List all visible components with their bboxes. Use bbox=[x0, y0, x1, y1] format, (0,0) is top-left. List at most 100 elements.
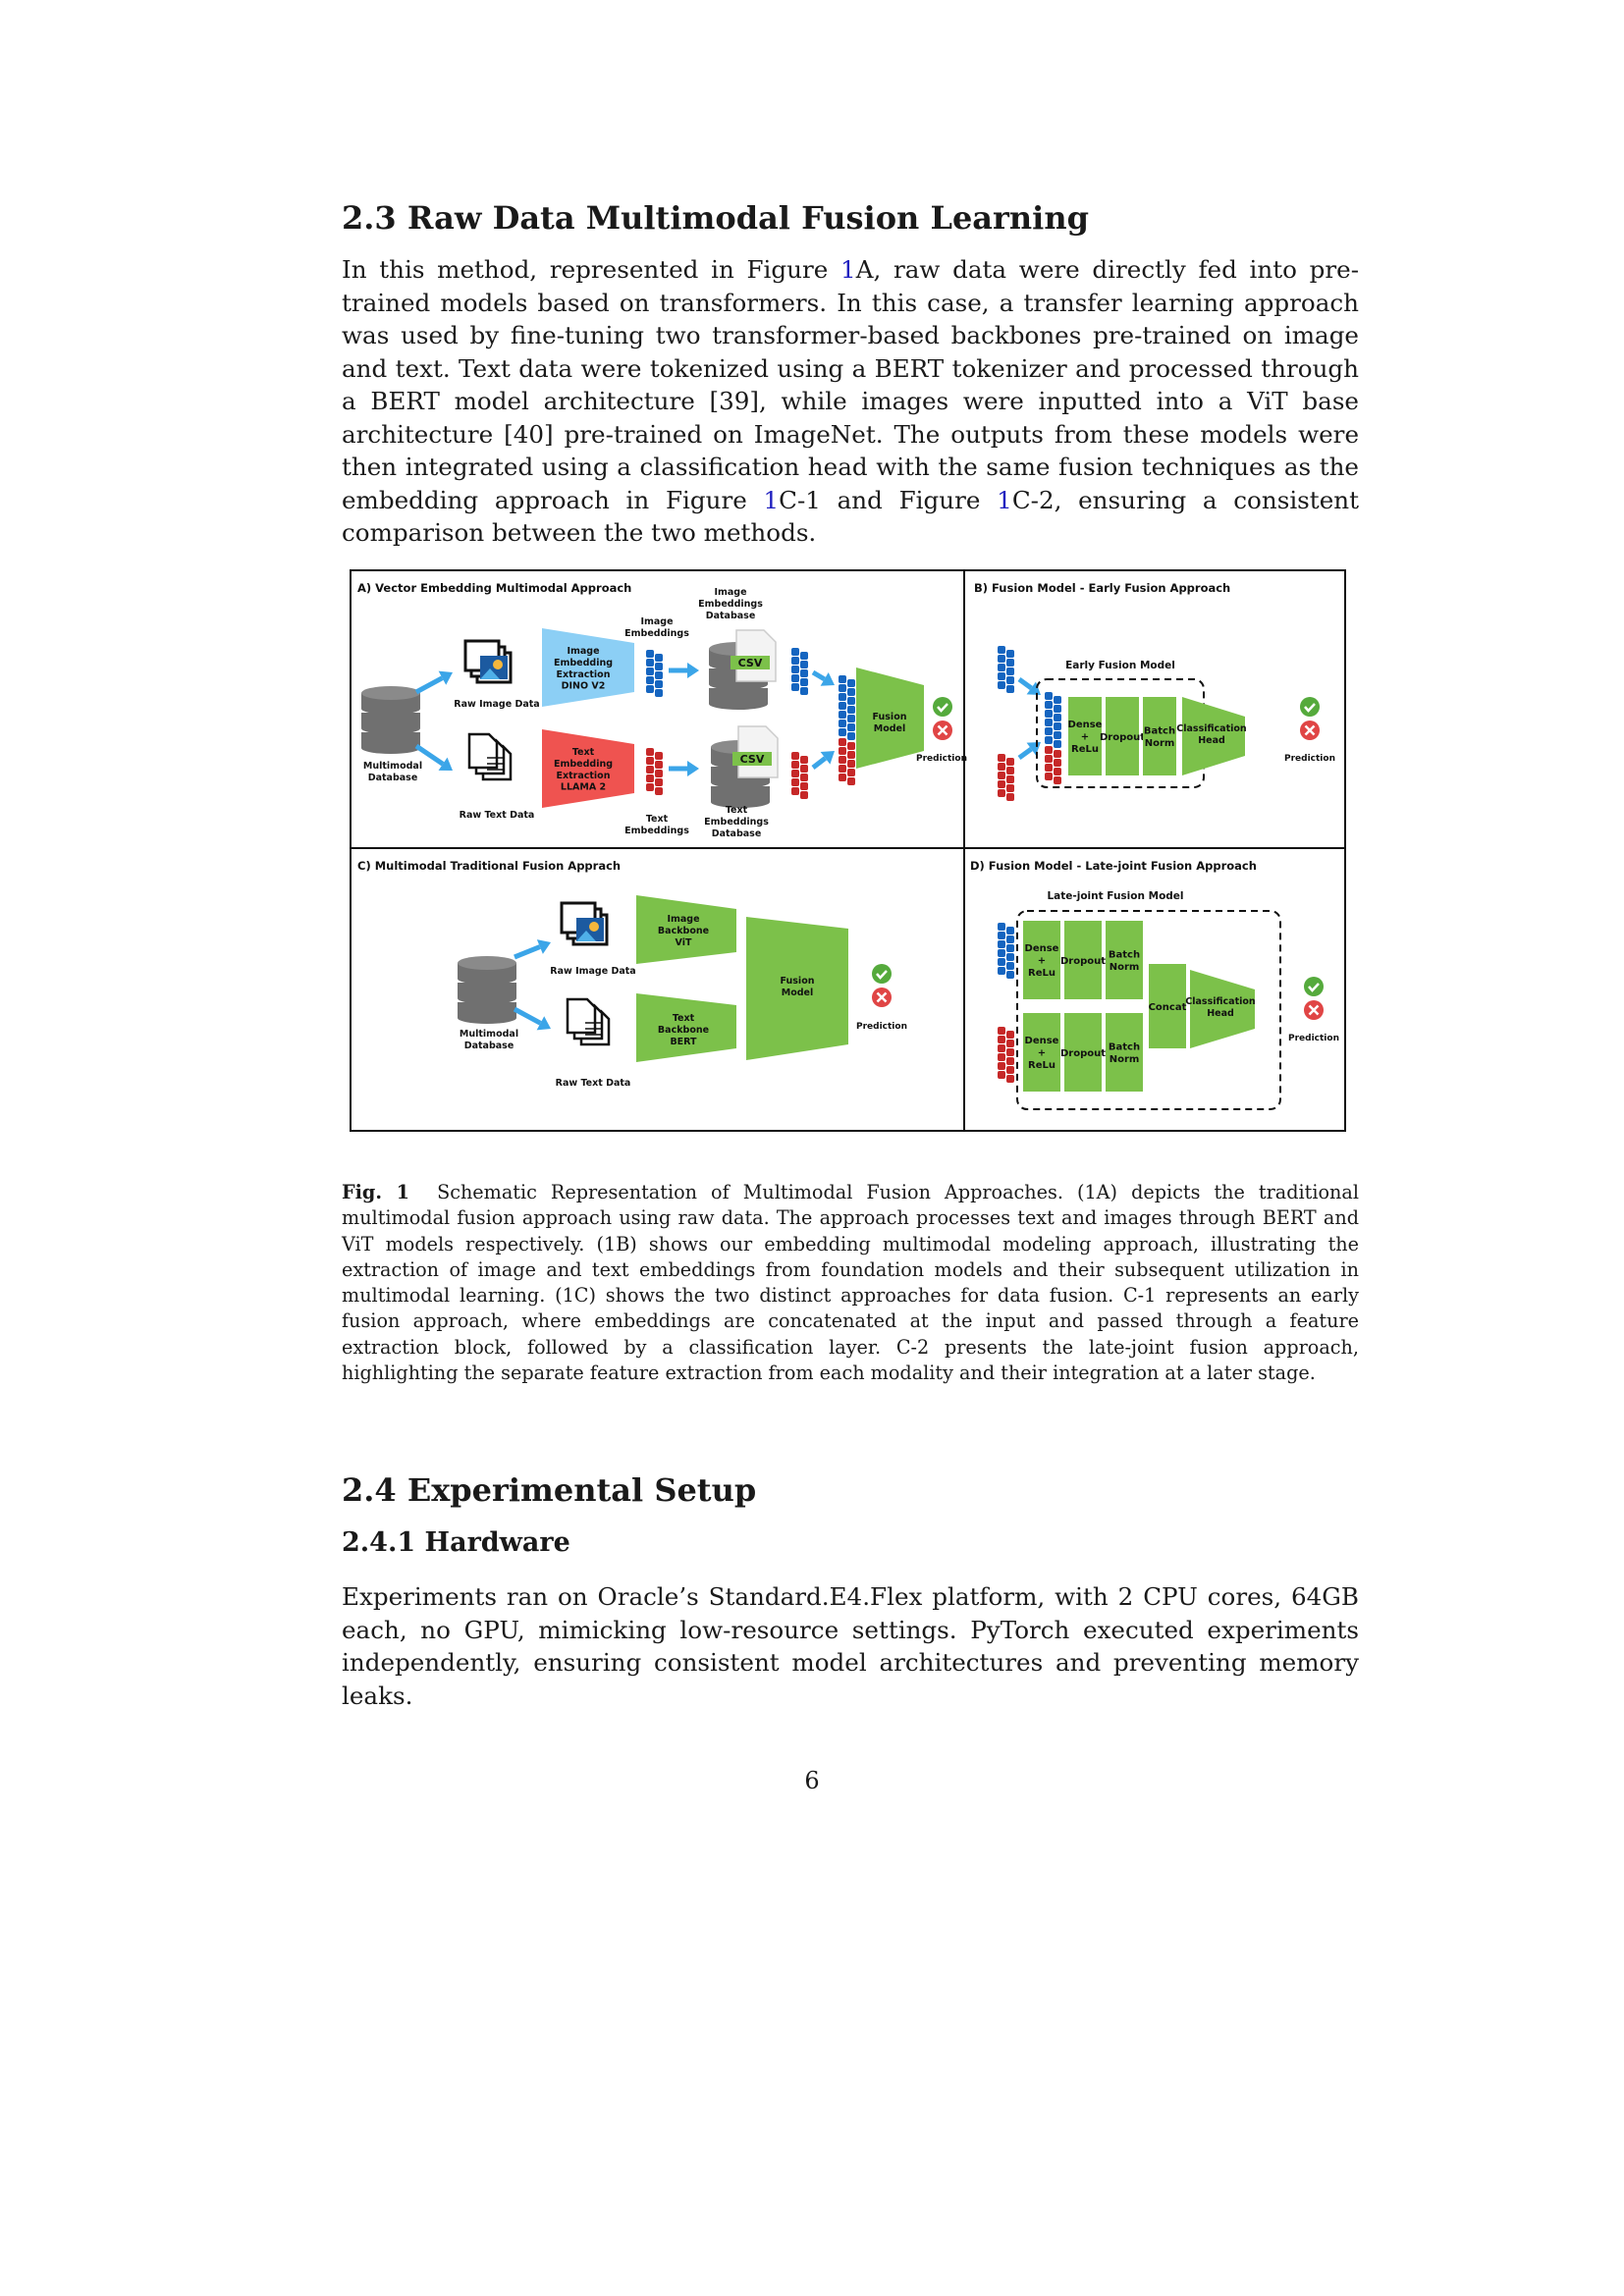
embedding-cube bbox=[791, 683, 799, 691]
panel-d-text-block-0-label-line: ReLu bbox=[1028, 1060, 1056, 1071]
panel-b-arrow-image bbox=[1017, 676, 1033, 690]
panel-d-border bbox=[963, 847, 1346, 1132]
embedding-cube bbox=[1006, 793, 1014, 801]
panel-a-fusion-label-line: Fusion bbox=[873, 712, 907, 722]
panel-d-text-block-1 bbox=[1064, 1013, 1102, 1092]
panel-b-block-2-label-line: Norm bbox=[1145, 738, 1175, 749]
embedding-cube bbox=[998, 923, 1005, 931]
panel-b-arrow-text bbox=[1017, 747, 1033, 761]
database-layer-bottom bbox=[711, 776, 770, 788]
panel-a-text-db-label-line: Embeddings bbox=[704, 817, 769, 828]
panel-d-text-block-2-label-line: Batch bbox=[1109, 1042, 1140, 1053]
embedding-cube bbox=[646, 659, 654, 667]
embedding-cube bbox=[1054, 696, 1061, 704]
embedding-cube bbox=[839, 728, 846, 736]
panel-d-image-vectors bbox=[998, 923, 1014, 979]
panel-c-text-backbone bbox=[636, 993, 736, 1062]
paragraph-text: In this method, represented in Figure bbox=[342, 255, 841, 284]
embedding-cube bbox=[847, 706, 855, 714]
embedding-cube bbox=[998, 949, 1005, 957]
panel-d-head-label-line: Classification bbox=[1185, 996, 1256, 1007]
embedding-cube bbox=[1054, 705, 1061, 713]
embedding-cube bbox=[998, 1062, 1005, 1070]
embedding-cube bbox=[791, 674, 799, 682]
csv-label-line: CSV bbox=[738, 657, 763, 669]
embedding-cube bbox=[1045, 719, 1053, 726]
panel-a-check-icon bbox=[933, 697, 952, 717]
database-layer-bottom bbox=[361, 703, 420, 715]
image-hill bbox=[576, 931, 596, 941]
panel-b-check-icon-mark bbox=[1304, 703, 1316, 713]
embedding-cube bbox=[839, 675, 846, 683]
panel-c-database-label-line: Database bbox=[464, 1041, 514, 1051]
section-2-3-paragraph: In this method, represented in Figure 1A… bbox=[342, 253, 1359, 550]
figure-ref-link[interactable]: 1 bbox=[840, 255, 856, 284]
panel-d-fusion-box bbox=[1016, 910, 1281, 1110]
embedding-cube bbox=[998, 681, 1005, 689]
panel-c-title-line: C) Multimodal Traditional Fusion Apprach bbox=[357, 859, 621, 873]
embedding-cube bbox=[791, 648, 799, 656]
embedding-cube bbox=[1006, 758, 1014, 766]
panel-b-text-vectors bbox=[998, 754, 1014, 801]
panel-b-title: B) Fusion Model - Early Fusion Approach bbox=[974, 581, 1230, 595]
panel-c-arrow-text-head bbox=[536, 1016, 551, 1031]
panel-a-text-embeddings-label-line: Text bbox=[646, 814, 669, 825]
embedding-cube bbox=[800, 765, 808, 773]
panel-a-arrow-image-merge bbox=[811, 669, 826, 682]
panel-a-cross-icon-mark bbox=[937, 724, 948, 736]
panel-c-image-backbone-label-line: Image bbox=[667, 914, 699, 925]
panel-a-text-model-label-line: Embedding bbox=[554, 759, 613, 770]
figure-ref-link[interactable]: 1 bbox=[763, 485, 780, 514]
embedding-cube bbox=[800, 678, 808, 686]
panel-a-text-model bbox=[542, 729, 634, 808]
embedding-cube bbox=[1045, 746, 1053, 754]
embedding-cube bbox=[791, 666, 799, 673]
panel-a-image-model-label-line: Image bbox=[567, 646, 599, 657]
embedding-cube bbox=[839, 738, 846, 746]
paragraph-text: C-2, ensuring a consistent comparison be… bbox=[342, 485, 1359, 548]
embedding-cube bbox=[1045, 764, 1053, 772]
panel-d-image-block-2-label-line: Norm bbox=[1110, 962, 1140, 973]
panel-c-arrow-image-head bbox=[536, 939, 551, 954]
embedding-cube bbox=[998, 672, 1005, 680]
embedding-cube bbox=[1054, 714, 1061, 721]
panel-a-raw-text-label: Raw Text Data bbox=[460, 810, 535, 821]
embedding-cube bbox=[998, 772, 1005, 779]
embedding-cube bbox=[847, 688, 855, 696]
embedding-cube bbox=[847, 760, 855, 768]
panel-c-arrow-image bbox=[514, 944, 541, 960]
embedding-cube bbox=[800, 782, 808, 790]
embedding-cube bbox=[998, 1071, 1005, 1079]
embedding-cube bbox=[998, 1044, 1005, 1052]
embedding-cube bbox=[839, 711, 846, 719]
panel-a-raw-text-label-line: Raw Text Data bbox=[460, 810, 535, 821]
embedding-cube bbox=[847, 715, 855, 722]
panel-d-concat-label-line: Concat bbox=[1149, 1002, 1187, 1013]
panel-c-database-label-line: Multimodal bbox=[460, 1029, 518, 1040]
embedding-cube bbox=[655, 680, 663, 688]
section-2-4-1-title: 2.4.1 Hardware bbox=[342, 1527, 570, 1558]
panel-b-block-0-label-line: + bbox=[1081, 732, 1089, 743]
paragraph-text: C-1 and Figure bbox=[779, 485, 998, 514]
panel-a-text-db-label-line: Text bbox=[726, 805, 748, 816]
panel-c-check-icon bbox=[872, 964, 892, 984]
panel-b-prediction-label: Prediction bbox=[1284, 754, 1335, 764]
panel-a-image-embeddings-cubes bbox=[646, 650, 663, 697]
embedding-cube bbox=[800, 791, 808, 799]
embedding-cube bbox=[1054, 768, 1061, 775]
panel-a-image-vectors bbox=[791, 648, 808, 695]
embedding-cube bbox=[847, 777, 855, 785]
section-2-3-title: 2.3 Raw Data Multimodal Fusion Learning bbox=[342, 199, 1089, 237]
figure-ref-link[interactable]: 1 bbox=[997, 485, 1012, 514]
panel-d-title: D) Fusion Model - Late-joint Fusion Appr… bbox=[970, 859, 1257, 873]
embedding-cube bbox=[847, 769, 855, 776]
panel-b-check-icon bbox=[1300, 697, 1320, 717]
embedding-cube bbox=[839, 774, 846, 781]
database-layer-bottom bbox=[361, 742, 420, 754]
embedding-cube bbox=[1045, 736, 1053, 744]
panel-c-raw-text-label-line: Raw Text Data bbox=[556, 1078, 631, 1089]
panel-a-arrow-text-merge bbox=[811, 756, 828, 770]
database-layer-bottom bbox=[458, 1012, 516, 1024]
